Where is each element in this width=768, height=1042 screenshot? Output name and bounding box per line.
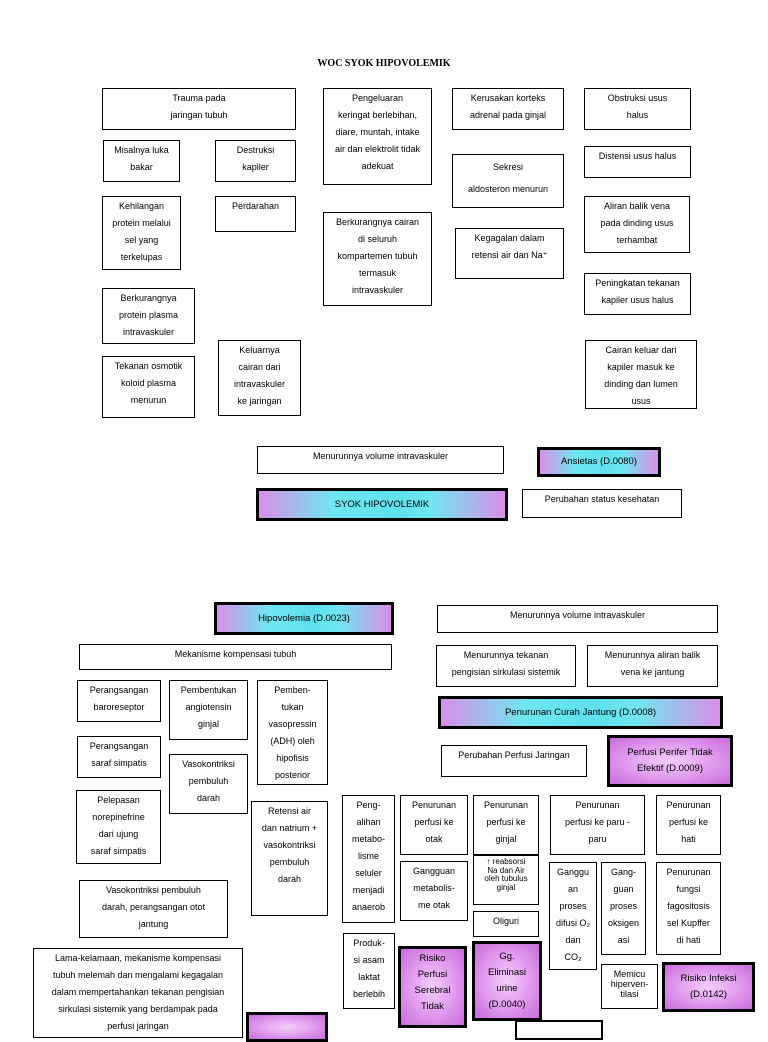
node-norepinefrine: Pelepasan norepinefrine dari ujung saraf… [76, 790, 161, 864]
node-lama-kelamaan: Lama-kelamaan, mekanisme kompensasi tubu… [33, 948, 243, 1038]
diagnosis-risiko-infeksi: Risiko Infeksi (D.0142) [662, 962, 755, 1012]
diagnosis-eliminasi-urine: Gg. Eliminasi urine (D.0040) [472, 941, 542, 1021]
node-retensi-air: Retensi air dan natrium + vasokontriksi … [251, 801, 328, 916]
diagnosis-risiko-perfusi-serebral: Risiko Perfusi Serebral Tidak [398, 946, 467, 1028]
page-title: WOC SYOK HIPOVOLEMIK [317, 58, 451, 69]
node-difusi: Ganggu an proses difusi O₂ dan CO₂ [549, 862, 597, 970]
node-luka-bakar: Misalnya luka bakar [103, 140, 180, 182]
node-tekanan-pengisian: Menurunnya tekanan pengisian sirkulasi s… [436, 645, 576, 687]
node-syok-hipovolemik: SYOK HIPOVOLEMIK [256, 488, 508, 521]
node-trauma: Trauma pada jaringan tubuh [102, 88, 296, 130]
diagnosis-partial-left [246, 1012, 328, 1042]
node-perubahan-status: Perubahan status kesehatan [522, 489, 682, 518]
node-protein-plasma: Berkurangnya protein plasma intravaskule… [102, 288, 195, 344]
node-keluarnya-cairan: Keluarnya cairan dari intravaskuler ke j… [218, 340, 301, 416]
diagnosis-hipovolemia: Hipovolemia (D.0023) [214, 602, 394, 635]
node-kehilangan-protein: Kehilangan protein melalui sel yang terk… [102, 196, 181, 270]
node-tekanan-osmotik: Tekanan osmotik koloid plasma menurun [102, 356, 195, 418]
node-oksigenasi: Gang- guan proses oksigen asi [601, 862, 646, 955]
node-fagositosis: Penurunan fungsi fagositosis sel Kupffer… [656, 862, 721, 955]
node-baroreseptor: Perangsangan baroreseptor [77, 680, 161, 722]
node-metabolisme-otak: Gangguan metabolis- me otak [400, 861, 468, 921]
node-berkurangnya-cairan: Berkurangnya cairan di seluruh kompartem… [323, 212, 432, 306]
node-hiperventilasi: Memicu hiperven- tilasi [601, 964, 658, 1009]
node-vasokontriksi-jantung: Vasokontriksi pembuluh darah, perangsang… [79, 880, 228, 938]
node-perfusi-otak: Penurunan perfusi ke otak [400, 795, 468, 855]
node-aliran-balik-vena: Aliran balik vena pada dinding usus terh… [584, 196, 690, 253]
node-obstruksi-usus: Obstruksi usus halus [584, 88, 691, 130]
node-saraf-simpatis: Perangsangan saraf simpatis [77, 736, 161, 778]
node-kerusakan-korteks: Kerusakan korteks adrenal pada ginjal [452, 88, 564, 130]
node-distensi-usus: Distensi usus halus [584, 146, 691, 178]
node-sekresi-aldosteron: Sekresi aldosteron menurun [452, 154, 564, 208]
diagnosis-ansietas: Ansietas (D.0080) [537, 447, 661, 477]
node-oliguri: Oliguri [473, 911, 539, 937]
node-perfusi-paru: Penurunan perfusi ke paru - paru [550, 795, 645, 855]
node-perfusi-ginjal: Penurunan perfusi ke ginjal [473, 795, 539, 855]
node-aliran-balik-jantung: Menurunnya aliran balik vena ke jantung [587, 645, 718, 687]
node-destruksi-kapiler: Destruksi kapiler [215, 140, 296, 182]
node-asam-laktat: Produk- si asam laktat berlebih [343, 933, 395, 1009]
diagnosis-perfusi-perifer: Perfusi Perifer Tidak Efektif (D.0009) [607, 735, 733, 787]
node-vasokontriksi: Vasokontriksi pembuluh darah [169, 754, 248, 814]
node-pengalihan-metabolisme: Peng- alihan metabo- lisme seluler menja… [342, 795, 395, 923]
node-menurunnya-volume-bottom: Menurunnya volume intravaskuler [437, 605, 718, 633]
node-vasopressin: Pemben- tukan vasopressin (ADH) oleh hip… [257, 680, 328, 785]
node-pengeluaran: Pengeluaran keringat berlebihan, diare, … [323, 88, 432, 185]
node-perfusi-hati: Penurunan perfusi ke hati [656, 795, 721, 855]
node-reabsorsi: ↑ reabsorsi Na dan Air oleh tubulus ginj… [473, 855, 539, 905]
node-tekanan-kapiler: Peningkatan tekanan kapiler usus halus [584, 273, 691, 315]
diagnosis-curah-jantung: Penurunan Curah Jantung (D.0008) [438, 696, 723, 729]
node-menurunnya-volume-top: Menurunnya volume intravaskuler [257, 446, 504, 474]
node-perubahan-perfusi-jaringan: Perubahan Perfusi Jaringan [441, 745, 587, 777]
node-perdarahan: Perdarahan [215, 196, 296, 232]
node-mekanisme-kompensasi: Mekanisme kompensasi tubuh [79, 644, 392, 670]
node-angiotensin: Pembentukan angiotensin ginjal [169, 680, 248, 740]
node-cairan-keluar: Cairan keluar dari kapiler masuk ke dind… [585, 340, 697, 409]
node-kegagalan-retensi: Kegagalan dalam retensi air dan Na⁺ [455, 228, 564, 279]
node-partial-right [515, 1020, 603, 1040]
